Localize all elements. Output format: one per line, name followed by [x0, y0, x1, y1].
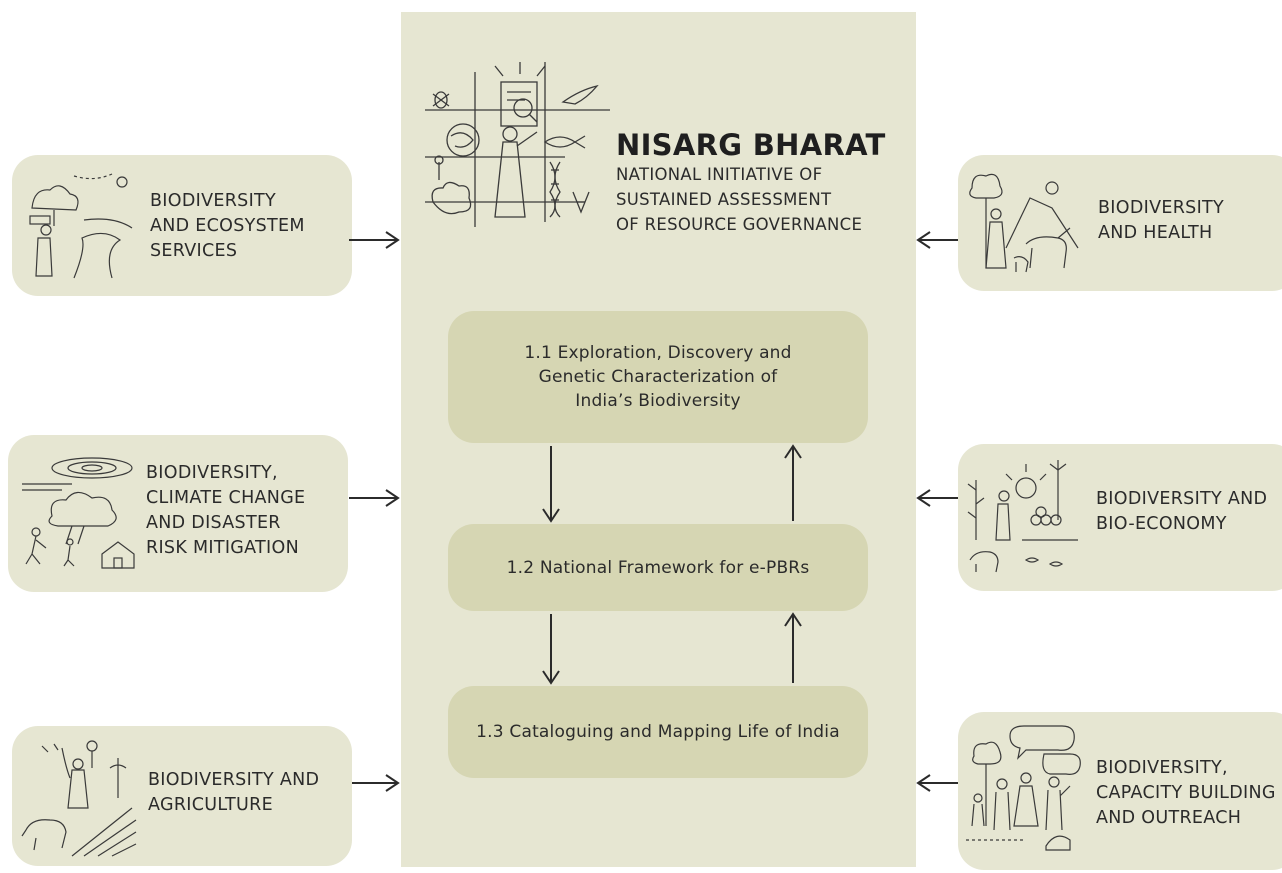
- agriculture-illustration-icon: [21, 740, 137, 857]
- arrow-1-2-up-to-1-1: [784, 444, 802, 521]
- component-box-1-3: 1.3 Cataloguing and Mapping Life of Indi…: [448, 686, 868, 778]
- bioeconomy-illustration-icon: [967, 460, 1078, 573]
- ecosystem-illustration-icon: [29, 173, 133, 279]
- arrow-outreach-to-center: [916, 774, 958, 792]
- program-title: NISARG BHARAT: [616, 128, 886, 162]
- arrow-1-1-down-to-1-2: [542, 446, 560, 523]
- component-label-1-3: 1.3 Cataloguing and Mapping Life of Indi…: [476, 722, 840, 742]
- arrow-bioeconomy-to-center: [916, 489, 958, 507]
- theme-label-agriculture: BIODIVERSITY AND AGRICULTURE: [148, 770, 320, 815]
- arrow-climate-to-center: [349, 489, 400, 507]
- theme-label-climate: BIODIVERSITY, CLIMATE CHANGE AND DISASTE…: [146, 463, 306, 558]
- component-label-1-1: 1.1 Exploration, Discovery and Genetic C…: [524, 343, 792, 411]
- theme-label-ecosystem: BIODIVERSITY AND ECOSYSTEM SERVICES: [150, 191, 305, 261]
- theme-label-outreach: BIODIVERSITY, CAPACITY BUILDING AND OUTR…: [1096, 758, 1276, 828]
- biodiversity-collage-icon: [425, 62, 610, 227]
- theme-box-outreach: [958, 712, 1282, 870]
- theme-label-health: BIODIVERSITY AND HEALTH: [1098, 198, 1225, 243]
- outreach-illustration-icon: [966, 725, 1081, 851]
- health-illustration-icon: [969, 173, 1079, 273]
- arrow-health-to-center: [916, 231, 958, 249]
- arrow-ecosystem-to-center: [349, 231, 400, 249]
- arrow-1-2-down-to-1-3: [542, 614, 560, 685]
- theme-box-bioeconomy: [958, 444, 1282, 591]
- theme-box-health: [958, 155, 1282, 291]
- theme-label-bioeconomy: BIODIVERSITY AND BIO-ECONOMY: [1096, 489, 1268, 534]
- arrow-1-3-up-to-1-2: [784, 612, 802, 683]
- component-box-1-1: 1.1 Exploration, Discovery and Genetic C…: [448, 311, 868, 443]
- component-box-1-2: 1.2 National Framework for e-PBRs: [448, 524, 868, 611]
- theme-box-ecosystem: [12, 155, 352, 296]
- component-label-1-2: 1.2 National Framework for e-PBRs: [506, 557, 810, 578]
- climate-illustration-icon: [22, 457, 135, 569]
- program-subtitle: NATIONAL INITIATIVE OF SUSTAINED ASSESSM…: [616, 165, 863, 234]
- arrow-agriculture-to-center: [352, 774, 400, 792]
